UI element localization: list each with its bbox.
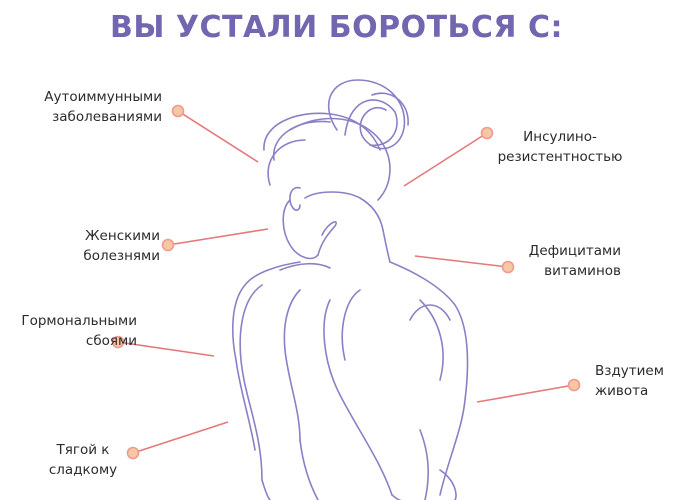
label-bloating-line-1: Вздутием [595,363,664,379]
dot-hormonal [111,335,125,349]
pointer-lines [117,110,575,454]
label-bloating-line-2: живота [595,383,649,399]
page-title: ВЫ УСТАЛИ БОРОТЬСЯ С: [110,10,563,45]
figure-outline [231,79,469,500]
label-insulin-line-1: Инсулино- [523,129,597,145]
dot-vitamins [501,260,515,274]
label-insulin: Инсулино- резистентностью [485,127,635,167]
label-vitamins: Дефицитами витаминов [529,241,621,281]
label-sweets-line-2: сладкому [48,462,118,478]
label-sweets-line-1: Тягой к [56,442,110,458]
label-autoimmune-line-1: Аутоиммунными [44,89,162,105]
label-female: Женскими болезнями [83,226,160,266]
label-autoimmune-line-2: заболеваниями [52,109,162,125]
dot-autoimmune [171,104,185,118]
label-insulin-line-2: резистентностью [497,149,623,165]
label-hormonal-line-2: сбоями [85,333,137,349]
label-vitamins-line-1: Дефицитами [528,243,621,259]
label-sweets: Тягой к сладкому [38,440,128,480]
label-hormonal-line-1: Гормональными [21,313,137,329]
dot-sweets [126,446,140,460]
dot-insulin [480,126,494,140]
label-autoimmune: Аутоиммунными заболеваниями [44,87,162,127]
label-hormonal: Гормональными сбоями [21,311,137,351]
dot-female [161,238,175,252]
label-vitamins-line-2: витаминов [544,263,621,279]
label-bloating: Вздутием живота [595,361,664,401]
label-female-line-1: Женскими [85,228,160,244]
dot-bloating [567,378,581,392]
pointer-dots [111,104,581,460]
label-female-line-2: болезнями [83,248,160,264]
